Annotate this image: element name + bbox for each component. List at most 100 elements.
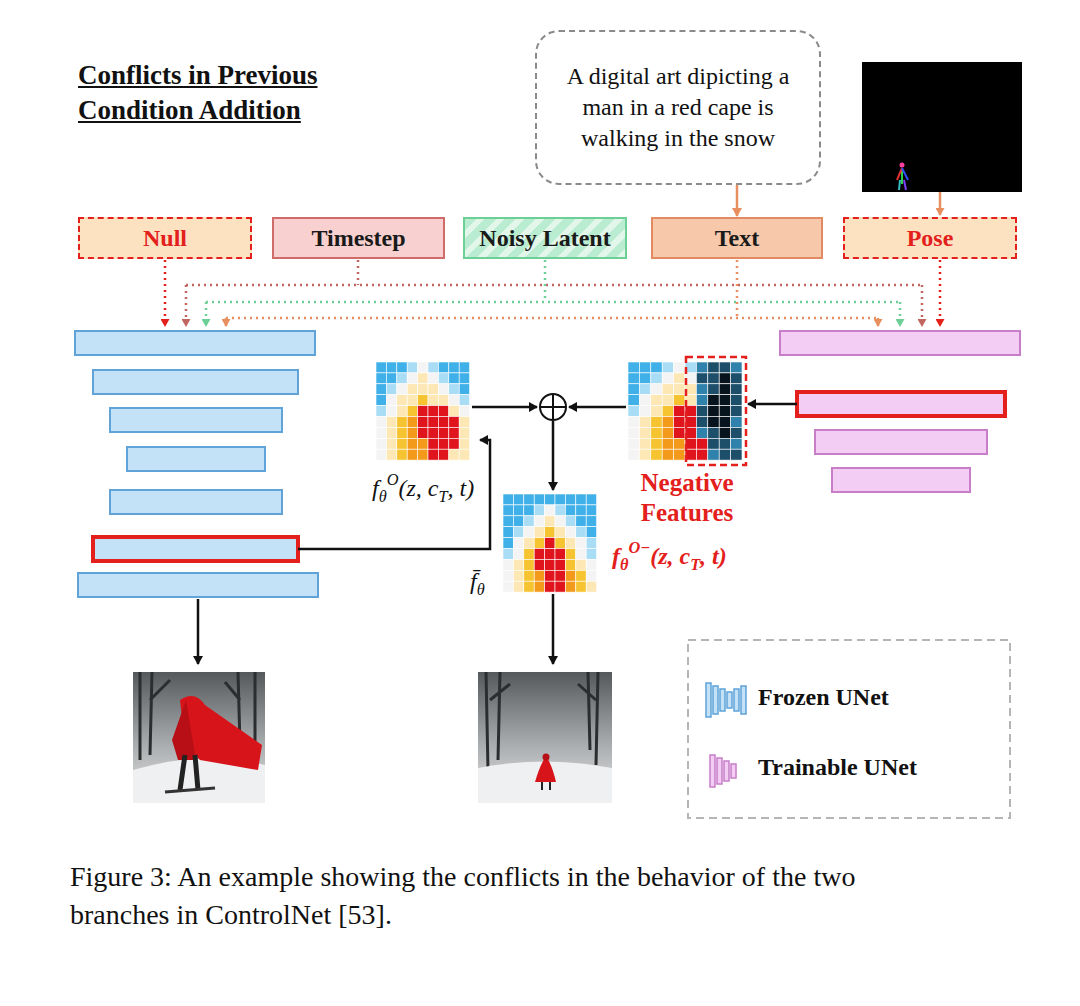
- feature-cell: [555, 538, 565, 549]
- feature-cell: [639, 449, 650, 460]
- feature-cell: [696, 373, 707, 384]
- feature-cell: [708, 449, 719, 460]
- feature-cell: [513, 559, 523, 570]
- feature-cell: [376, 427, 386, 438]
- flow-arrows: [198, 404, 797, 664]
- feature-cell: [708, 373, 719, 384]
- legend-text: Frozen UNet: [758, 684, 889, 711]
- callout-note: Negative Features: [622, 468, 752, 528]
- feature-cell: [576, 494, 586, 505]
- formula-part: f̄: [470, 568, 477, 594]
- feature-cell: [459, 438, 469, 449]
- feature-cell: [628, 438, 639, 449]
- feature-cell: [418, 438, 428, 449]
- feature-cell: [708, 395, 719, 406]
- feature-cell: [662, 438, 673, 449]
- feature-cell: [438, 438, 448, 449]
- feature-cell: [449, 384, 459, 395]
- feature-cell: [376, 406, 386, 417]
- feature-cell: [545, 570, 555, 581]
- feature-cell: [513, 538, 523, 549]
- feature-cell: [503, 549, 513, 560]
- node-text: Null: [143, 225, 187, 252]
- feature-cell: [397, 395, 407, 406]
- feature-cell: [428, 406, 438, 417]
- connector: [736, 185, 739, 216]
- feature-cell: [639, 427, 650, 438]
- formula-part: θ: [477, 580, 485, 599]
- feature-cell: [662, 427, 673, 438]
- feature-cell: [418, 373, 428, 384]
- feature-cell: [731, 395, 742, 406]
- feature-cell: [376, 438, 386, 449]
- feature-cell: [628, 427, 639, 438]
- figure-caption: Figure 3: An example showing the conflic…: [70, 858, 890, 934]
- feature-cell: [586, 516, 596, 527]
- feature-cell: [449, 373, 459, 384]
- feature-cell: [651, 373, 662, 384]
- feature-cell: [719, 449, 730, 460]
- feature-cell: [407, 438, 417, 449]
- feature-cell: [534, 549, 544, 560]
- feature-cell: [545, 516, 555, 527]
- feature-cell: [586, 581, 596, 592]
- feature-cell: [696, 362, 707, 373]
- condition-box: Text: [651, 217, 823, 259]
- node-text: Noisy Latent: [479, 225, 610, 252]
- feature-cell: [386, 362, 396, 373]
- feature-cell: [503, 505, 513, 516]
- feature-cell: [407, 417, 417, 428]
- feature-cell: [428, 417, 438, 428]
- condition-box: Null: [78, 217, 252, 259]
- feature-cell: [407, 384, 417, 395]
- feature-cell: [386, 417, 396, 428]
- feature-cell: [708, 406, 719, 417]
- node-text: A digital art dipicting a man in a red c…: [551, 61, 805, 153]
- feature-cell: [428, 427, 438, 438]
- feature-cell: [449, 417, 459, 428]
- feature-cell: [534, 516, 544, 527]
- feature-cell: [731, 427, 742, 438]
- feature-cell: [524, 581, 534, 592]
- feature-cell: [639, 373, 650, 384]
- node-text: Pose: [907, 225, 954, 252]
- negative-region: [686, 357, 746, 465]
- feature-cell: [397, 449, 407, 460]
- feature-cell: [376, 362, 386, 373]
- feature-cell: [708, 362, 719, 373]
- feature-cell: [376, 395, 386, 406]
- feature-cell: [545, 538, 555, 549]
- feature-cell: [662, 384, 673, 395]
- feature-cell: [397, 362, 407, 373]
- title: Conflicts in Previous Condition Addition: [78, 58, 423, 127]
- legend-text: Trainable UNet: [758, 754, 917, 781]
- feature-cell: [555, 559, 565, 570]
- feature-cell: [731, 449, 742, 460]
- feature-cell: [397, 406, 407, 417]
- feature-cell: [438, 427, 448, 438]
- formula-part: θ: [620, 555, 628, 574]
- feature-cell: [586, 527, 596, 538]
- feature-cell: [674, 449, 685, 460]
- feature-cell: [555, 494, 565, 505]
- formula-part: θ: [379, 487, 387, 506]
- feature-cell: [674, 427, 685, 438]
- feature-cell: [674, 373, 685, 384]
- feature-cell: [651, 395, 662, 406]
- feature-cell: [513, 527, 523, 538]
- condition-box: Pose: [843, 217, 1017, 259]
- feature-cell: [449, 406, 459, 417]
- condition-box: Timestep: [272, 217, 445, 259]
- feature-cell: [459, 427, 469, 438]
- feature-cell: [407, 406, 417, 417]
- feature-cell: [449, 438, 459, 449]
- feature-cell: [565, 505, 575, 516]
- feature-cell: [576, 549, 586, 560]
- feature-cell: [662, 449, 673, 460]
- feature-cell: [696, 438, 707, 449]
- feature-cell: [418, 384, 428, 395]
- feature-cell: [438, 406, 448, 417]
- feature-cell: [459, 373, 469, 384]
- feature-cell: [639, 384, 650, 395]
- feature-cell: [534, 581, 544, 592]
